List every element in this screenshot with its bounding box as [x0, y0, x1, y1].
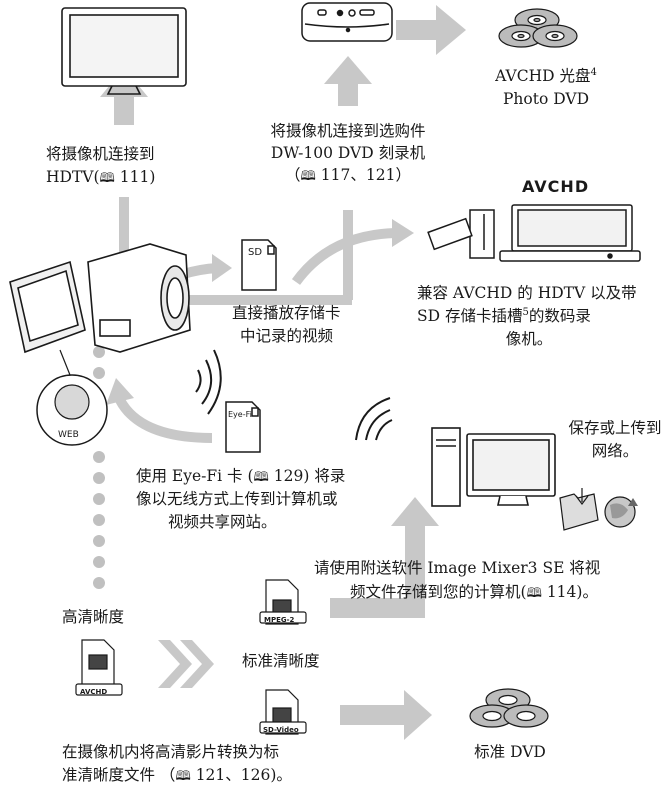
arrow-sd-to-hdtv: [291, 228, 396, 286]
eyefi-label-line1: 使用 Eye-Fi 卡 (🕮 129) 将录: [136, 467, 346, 485]
arrow-to-standard-dvd: [340, 690, 432, 740]
book-reference-icon: 🕮: [526, 586, 542, 601]
dw100-label-line2: DW-100 DVD 刻录机: [270, 144, 426, 162]
standard-definition-label: 标准清晰度: [242, 652, 320, 670]
arrow-sd-to-hdtv-head: [392, 219, 414, 247]
standard-dvd-label: 标准 DVD: [474, 743, 546, 761]
dvd-burner-icon: [301, 2, 393, 42]
book-reference-icon: 🕮: [253, 470, 269, 485]
sdvideo-badge: SD-Video: [263, 726, 299, 734]
sdvideo-file-icon: [259, 689, 307, 735]
save-folder-icon: [559, 488, 599, 531]
dotted-line: [93, 346, 105, 589]
computer-icon: [431, 427, 556, 507]
avchd-logo: AVCHD: [522, 177, 590, 196]
convert-label-line1: 在摄像机内将高清影片转换为标: [62, 743, 280, 761]
arrow-eyefi-to-camera: [115, 397, 213, 443]
sd-playback-label-line2: 中记录的视频: [240, 327, 334, 345]
eyefi-card-icon: [225, 401, 261, 453]
pc-software-label-line1: 请使用附送软件 Image Mixer3 SE 将视: [314, 559, 601, 577]
compatible-label-line3: 像机。: [505, 330, 553, 348]
hdtv-label-line1: 将摄像机连接到: [46, 145, 155, 163]
compatible-label-line2: SD 存储卡插槽5的数码录: [417, 306, 591, 325]
standard-dvd-discs-icon: [469, 688, 549, 728]
sd-playback-label-line1: 直接播放存储卡: [232, 304, 341, 322]
web-button-icon: [36, 349, 108, 446]
pc-software-label-line2: 频文件存储到您的计算机(🕮 114)。: [350, 583, 598, 601]
arrow-eyefi-to-camera-head: [106, 378, 134, 405]
mpeg2-file-icon: [259, 579, 307, 625]
eyefi-card-label: Eye-Fi: [228, 410, 252, 419]
compatible-label-line1: 兼容 AVCHD 的 HDTV 以及带: [417, 284, 637, 302]
save-upload-label-line2: 网络。: [591, 442, 639, 460]
web-button-label: WEB: [58, 430, 79, 440]
book-reference-icon: 🕮: [300, 169, 316, 184]
book-reference-icon: 🕮: [175, 769, 191, 784]
avchd-hdtv-icon: [427, 204, 641, 262]
book-reference-icon: 🕮: [99, 171, 115, 186]
hdtv-label-line2: HDTV(🕮 111): [46, 168, 156, 186]
arrow-right-to-discs: [396, 5, 466, 55]
save-upload-label-line1: 保存或上传到: [568, 419, 662, 437]
dw100-label-line1: 将摄像机连接到选购件: [270, 122, 426, 140]
mpeg2-badge: MPEG-2: [264, 616, 295, 624]
eyefi-label-line3: 视频共享网站。: [168, 513, 277, 531]
arrow-camera-to-sd-head: [212, 254, 232, 282]
high-definition-label: 高清晰度: [62, 608, 125, 626]
arrow-up-to-dw100: [324, 56, 372, 106]
convert-label-line2: 准清晰度文件 （🕮 121、126)。: [62, 766, 292, 784]
pc-wireless-icon: [355, 397, 393, 441]
sd-card-icon: [241, 239, 277, 291]
wireless-waves-icon: [195, 349, 222, 415]
avchd-file-icon: [75, 639, 123, 696]
avchd-disc-label-line1: AVCHD 光盘4: [495, 66, 597, 85]
dw100-label-line3: （🕮 117、121）: [285, 166, 411, 184]
camcorder-icon: [9, 243, 191, 354]
tv-icon: [61, 7, 187, 95]
double-chevron-icon: [158, 640, 214, 688]
avchd-discs-icon: [498, 8, 578, 48]
arrow-hd-to-pc: [330, 497, 439, 618]
upload-globe-icon: [604, 496, 638, 528]
eyefi-label-line2: 像以无线方式上传到计算机或: [136, 490, 338, 508]
avchd-disc-label-line2: Photo DVD: [502, 90, 589, 108]
sd-card-label: SD: [248, 247, 263, 258]
avchd-badge: AVCHD: [80, 688, 108, 696]
